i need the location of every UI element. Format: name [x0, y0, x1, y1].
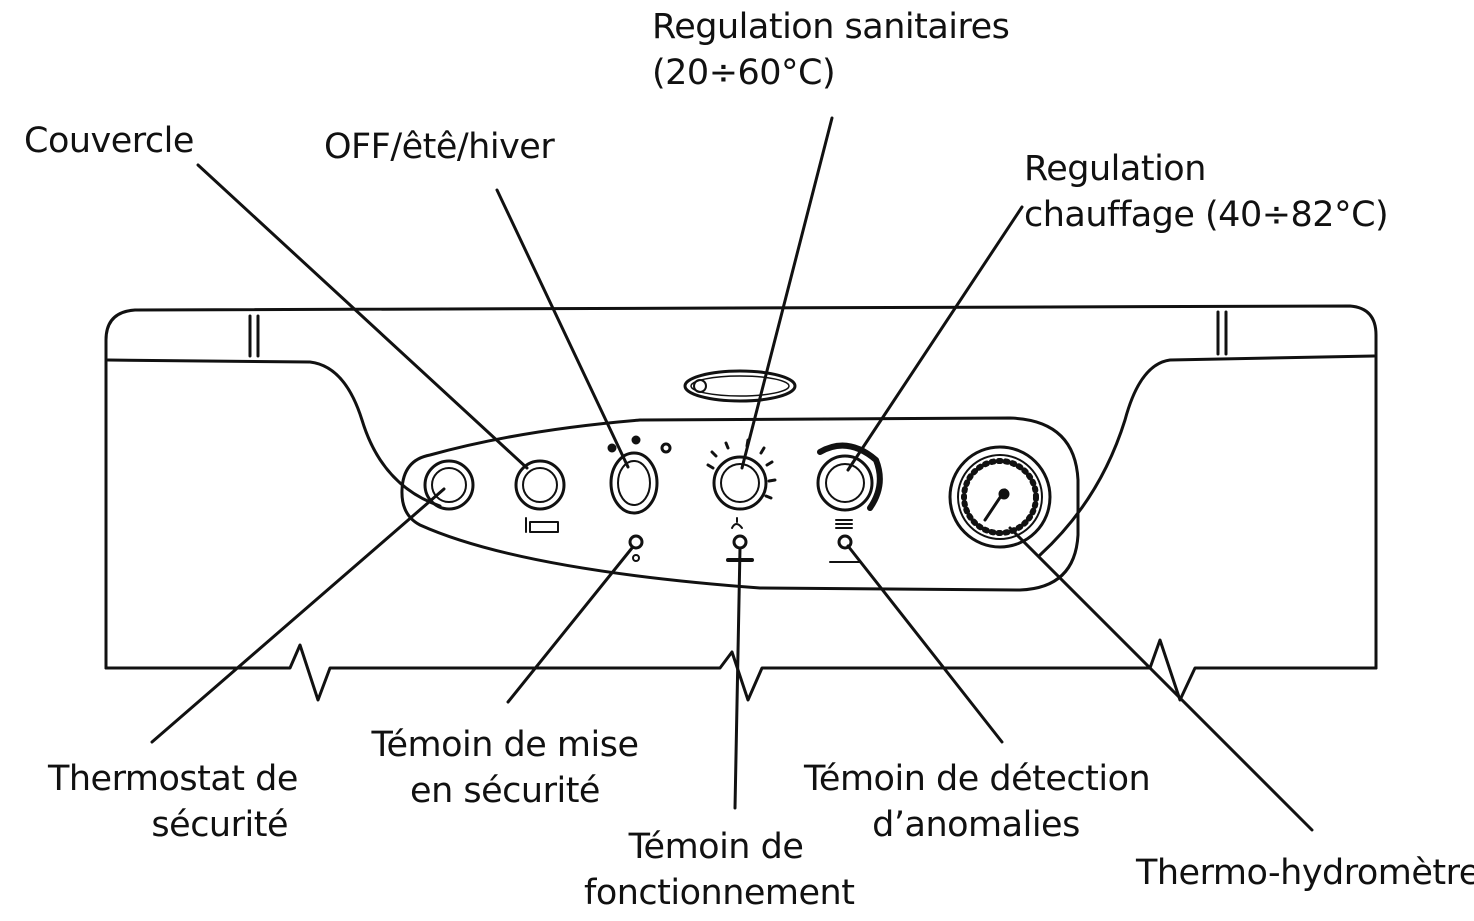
leader-regulation-chauffage — [846, 205, 1024, 472]
tap-icon — [731, 517, 743, 529]
label-temoin-fonctionnement: Témoin de fonctionnement — [584, 824, 855, 916]
leader-couvercle — [196, 163, 529, 470]
heating-regulation-knob-inner — [825, 463, 865, 503]
label-off-ete-hiver-text: OFF/êtê/hiver — [324, 127, 555, 167]
gauge-needle-tip — [998, 488, 1010, 500]
mode-position-off-icon — [607, 443, 617, 453]
control-panel-outline — [400, 416, 1080, 592]
leader-thermostat-securite — [150, 487, 446, 744]
label-thermo-hydrometre: Thermo-hydromètre — [1136, 850, 1474, 896]
casing-seam-left — [248, 314, 260, 358]
cover-button[interactable] — [514, 459, 566, 511]
brand-logo-emblem — [693, 379, 707, 393]
boiler-top-band-right — [1038, 354, 1376, 557]
thermo-hydrometer-gauge — [948, 445, 1052, 549]
mode-position-winter-icon — [660, 442, 672, 454]
label-thermostat-securite-line2: sécurité — [151, 805, 288, 845]
label-regulation-sanitaires-line2: (20÷60°C) — [652, 53, 836, 93]
heating-scale-arc — [817, 442, 883, 511]
leader-temoin-mise-securite — [506, 546, 634, 704]
label-regulation-sanitaires: Regulation sanitaires (20÷60°C) — [652, 4, 1010, 96]
cover-button-inner — [522, 467, 558, 503]
leader-regulation-sanitaires — [740, 116, 834, 470]
dhw-regulation-knob-inner — [720, 463, 760, 503]
fault-detection-lamp — [837, 534, 853, 550]
label-off-ete-hiver: OFF/êtê/hiver — [324, 124, 555, 170]
reset-symbol-icon — [525, 517, 559, 533]
brand-logo — [683, 369, 797, 403]
safety-thermostat-button-inner — [431, 467, 467, 503]
label-temoin-mise-securite-line1: Témoin de mise — [371, 725, 639, 765]
thermo-hydrometer-dial — [957, 454, 1043, 540]
mode-selector-knob[interactable] — [609, 451, 659, 515]
boiler-casing-outline — [104, 304, 1378, 670]
radiator-icon — [835, 519, 853, 529]
label-couvercle: Couvercle — [24, 118, 194, 164]
label-regulation-sanitaires-line1: Regulation sanitaires — [652, 7, 1010, 47]
casing-seam-right — [1216, 310, 1228, 356]
label-temoin-mise-securite-line2: en sécurité — [410, 771, 600, 811]
flame-icon — [632, 554, 640, 562]
mode-position-summer-icon — [631, 435, 641, 445]
label-thermostat-securite: Thermostat de sécurité — [48, 756, 298, 848]
safety-lockout-lamp — [628, 534, 644, 550]
label-temoin-fonctionnement-line1: Témoin de — [628, 827, 804, 867]
label-regulation-chauffage-line1: Regulation — [1024, 149, 1206, 189]
label-temoin-anomalies: Témoin de détection d’anomalies — [804, 756, 1151, 848]
safety-thermostat-button[interactable] — [423, 459, 475, 511]
boiler-top-band — [106, 358, 442, 508]
label-temoin-mise-securite: Témoin de mise en sécurité — [370, 722, 640, 814]
label-temoin-fonctionnement-line2: fonctionnement — [584, 873, 855, 913]
heating-regulation-knob[interactable] — [816, 454, 874, 512]
label-thermostat-securite-line1: Thermostat de — [48, 759, 298, 799]
label-temoin-anomalies-line1: Témoin de détection — [804, 759, 1151, 799]
casing-break-line — [104, 638, 1378, 702]
leader-temoin-anomalies — [846, 544, 1004, 744]
label-couvercle-text: Couvercle — [24, 121, 194, 161]
label-regulation-chauffage-line2: chauffage (40÷82°C) — [1024, 195, 1389, 235]
dhw-regulation-knob[interactable] — [712, 455, 768, 511]
mode-selector-knob-inner — [617, 460, 651, 506]
leader-temoin-fonctionnement — [733, 546, 742, 810]
operation-lamp — [732, 534, 748, 550]
leader-off-ete-hiver — [495, 188, 630, 469]
label-temoin-anomalies-line2: d’anomalies — [872, 805, 1080, 845]
label-thermo-hydrometre-text: Thermo-hydromètre — [1136, 853, 1474, 893]
label-regulation-chauffage: Regulation chauffage (40÷82°C) — [1024, 146, 1389, 238]
brand-logo-inner — [690, 375, 790, 397]
gauge-tick-ring — [961, 458, 1039, 536]
leader-thermo-hydrometre — [1008, 526, 1314, 832]
